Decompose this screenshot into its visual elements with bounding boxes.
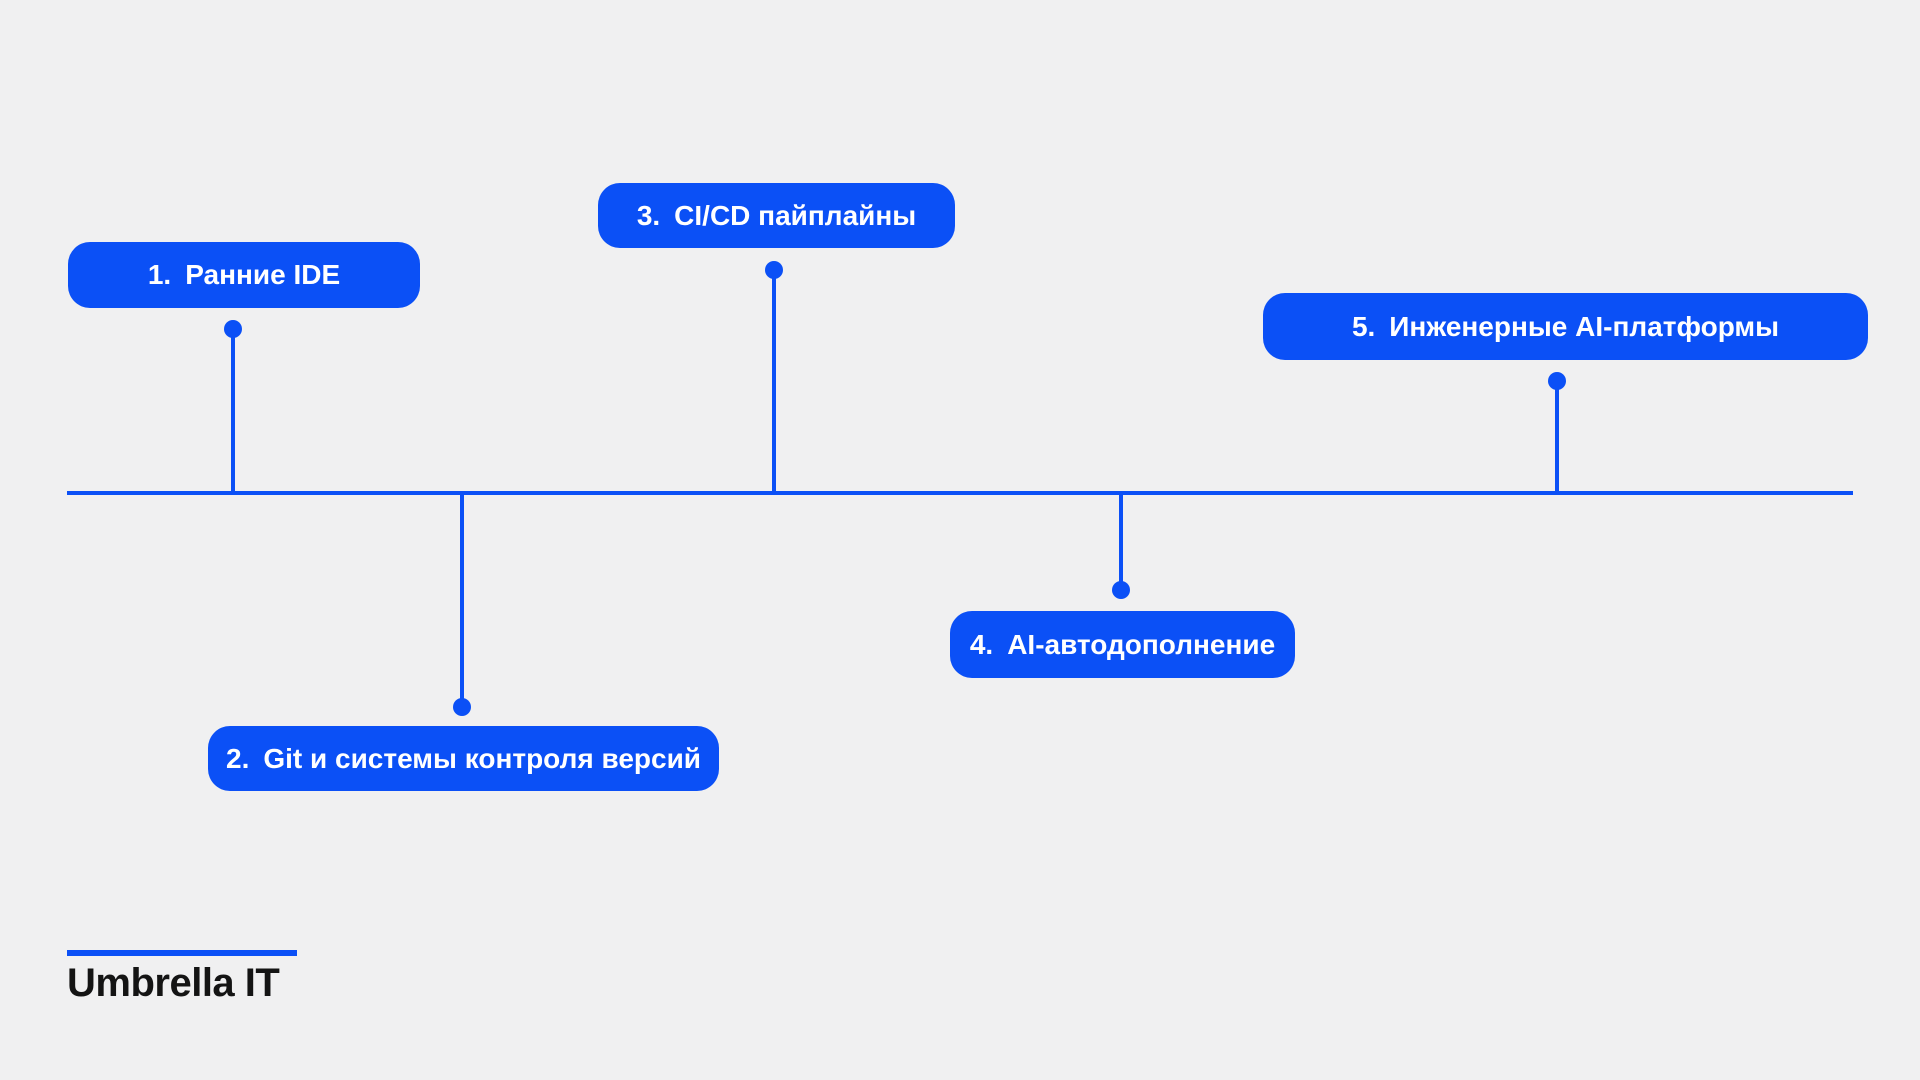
milestone-pill-3: 3. CI/CD пайплайны (598, 183, 955, 248)
timeline-axis (67, 491, 1853, 495)
milestone-connector-3 (772, 270, 776, 493)
milestone-pill-1: 1. Ранние IDE (68, 242, 420, 308)
milestone-dot-3 (765, 261, 783, 279)
milestone-label-3: CI/CD пайплайны (674, 199, 917, 231)
milestone-dot-1 (224, 320, 242, 338)
milestone-label-2: Git и системы контроля версий (263, 742, 701, 774)
milestone-label-1: Ранние IDE (185, 259, 341, 290)
logo-text: Umbrella IT (67, 961, 280, 1005)
milestone-connector-1 (231, 329, 235, 494)
milestone-pill-2: 2. Git и системы контроля версий (208, 726, 719, 791)
milestone-connector-5 (1555, 381, 1559, 493)
milestone-number-5: 5. (1351, 310, 1376, 342)
milestone-label-5: Инженерные AI-платформы (1389, 310, 1780, 342)
milestone-number-4: 4. (969, 628, 994, 660)
milestone-number-3: 3. (636, 199, 661, 231)
milestone-dot-2 (453, 698, 471, 716)
milestone-dot-4 (1112, 581, 1130, 599)
brand-logo: Umbrella IT (67, 950, 297, 1006)
milestone-number-2: 2. (226, 742, 250, 774)
milestone-number-1: 1. (147, 259, 172, 290)
milestone-dot-5 (1548, 372, 1566, 390)
milestone-connector-2 (460, 493, 464, 707)
milestone-pill-5: 5. Инженерные AI-платформы (1263, 293, 1868, 360)
logo-accent-bar (67, 950, 297, 956)
milestone-pill-4: 4. AI-автодополнение (950, 611, 1295, 678)
milestone-connector-4 (1119, 493, 1123, 590)
milestone-label-4: AI-автодополнение (1007, 628, 1276, 660)
